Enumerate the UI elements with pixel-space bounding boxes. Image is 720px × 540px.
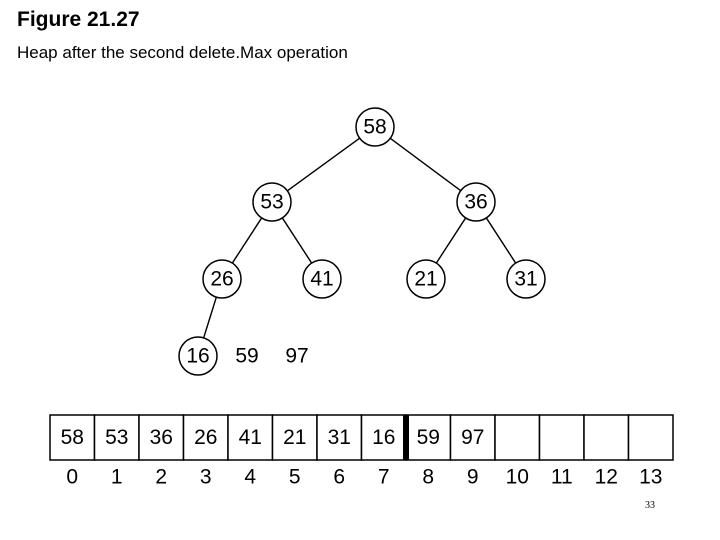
tree-node-value: 36 xyxy=(464,191,487,214)
tree-node-value: 26 xyxy=(210,268,233,291)
array-index: 0 xyxy=(66,466,78,489)
array-cell-value: 41 xyxy=(239,426,262,449)
tree-node-circle xyxy=(355,107,395,147)
array-cell xyxy=(271,414,318,461)
array-cell xyxy=(182,414,229,461)
array-index: 6 xyxy=(333,466,345,489)
array-index: 10 xyxy=(506,466,529,489)
tree-node: 26 xyxy=(202,259,242,299)
array-index: 2 xyxy=(155,466,167,489)
array-cell xyxy=(93,414,140,461)
tree-edge xyxy=(231,217,263,264)
tree-node-value: 58 xyxy=(363,116,386,139)
tree-node-circle xyxy=(506,259,546,299)
array-cell xyxy=(583,414,630,461)
tree-node-value: 16 xyxy=(186,345,209,368)
array-index: 1 xyxy=(111,466,123,489)
tree-edge xyxy=(202,296,218,339)
tree-node-value: 41 xyxy=(310,268,333,291)
tree-node-value: 21 xyxy=(414,268,437,291)
array-cell xyxy=(538,414,585,461)
array-index: 11 xyxy=(551,466,573,489)
removed-value: 59 xyxy=(235,345,258,368)
tree-edge xyxy=(485,217,517,264)
page-number: 33 xyxy=(645,500,655,511)
array-cell-value: 26 xyxy=(194,426,217,449)
tree-edge xyxy=(389,137,462,192)
array-cell xyxy=(316,414,363,461)
array-index: 3 xyxy=(200,466,212,489)
tree-node-circle xyxy=(456,182,496,222)
removed-values: 59 97 xyxy=(235,345,308,368)
tree-node: 41 xyxy=(302,259,342,299)
figure-subtitle: Heap after the second delete.Max operati… xyxy=(17,43,348,62)
array-cell xyxy=(627,414,674,461)
tree-node: 36 xyxy=(456,182,496,222)
tree-node-circle xyxy=(406,259,446,299)
array-index: 7 xyxy=(378,466,390,489)
array-cell-value: 21 xyxy=(283,426,306,449)
tree-node-circle xyxy=(178,336,218,376)
tree-node: 31 xyxy=(506,259,546,299)
tree-node-circle xyxy=(202,259,242,299)
array-cell-value: 31 xyxy=(328,426,351,449)
tree-edge xyxy=(286,137,361,192)
tree-edge xyxy=(281,217,313,264)
array-index: 5 xyxy=(289,466,301,489)
array-index: 12 xyxy=(595,466,618,489)
array-cell-value: 58 xyxy=(61,426,84,449)
tree-node-circle xyxy=(302,259,342,299)
tree-node: 58 xyxy=(355,107,395,147)
array-index: 8 xyxy=(422,466,434,489)
tree-edge xyxy=(435,217,467,264)
array-cell-value: 16 xyxy=(372,426,395,449)
figure-title: Figure 21.27 xyxy=(17,8,140,31)
tree-node: 53 xyxy=(252,182,292,222)
array-cell-value: 97 xyxy=(461,426,484,449)
array-cell xyxy=(449,414,496,461)
array-index: 13 xyxy=(639,466,662,489)
array-cell xyxy=(227,414,274,461)
tree-edges xyxy=(202,137,517,339)
removed-value: 97 xyxy=(285,345,308,368)
array-cell xyxy=(49,414,96,461)
tree-node-value: 53 xyxy=(260,191,283,214)
array-cell xyxy=(138,414,185,461)
tree-node-value: 31 xyxy=(514,268,537,291)
tree-nodes: 58 53 36 26 41 21 31 16 xyxy=(178,107,546,376)
array-cell-value: 59 xyxy=(417,426,440,449)
tree-node-circle xyxy=(252,182,292,222)
array-cell xyxy=(494,414,541,461)
array-cell-value: 53 xyxy=(105,426,128,449)
array-index: 4 xyxy=(244,466,256,489)
array-cell-value: 36 xyxy=(150,426,173,449)
heap-array: 58 53 36 26 41 21 31 16 59 97 xyxy=(49,414,674,461)
tree-node: 21 xyxy=(406,259,446,299)
tree-node: 16 xyxy=(178,336,218,376)
array-index: 9 xyxy=(467,466,479,489)
